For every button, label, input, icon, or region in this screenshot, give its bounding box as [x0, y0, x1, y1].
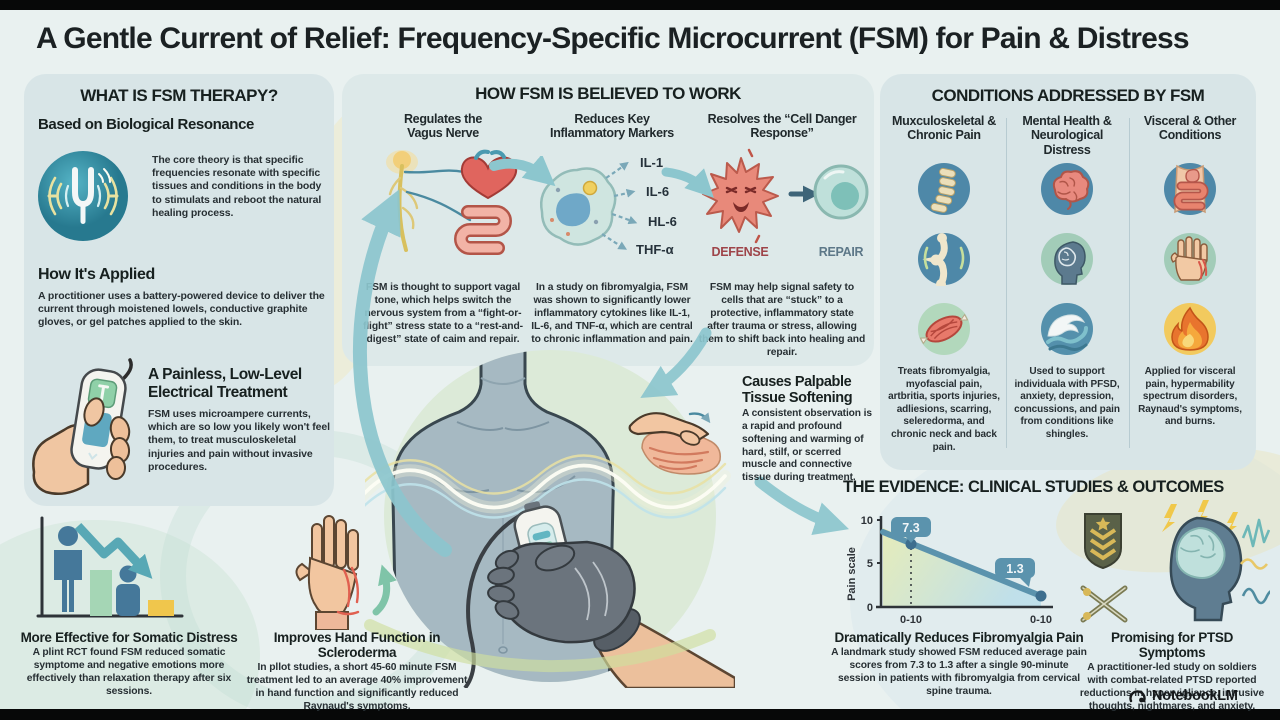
markers-col-heading: Reduces Key Inflammatory Markers — [529, 112, 695, 141]
arrow-to-softening — [640, 327, 712, 399]
softening-body: A consistent observation is a rapid and … — [742, 408, 872, 484]
hand-function-icon — [295, 515, 397, 630]
arrow-loop-bottom — [364, 619, 716, 673]
vagus-col-heading-text: Regulates the Vagus Nerve — [403, 112, 483, 141]
page-title: A Gentle Current of Relief: Frequency-Sp… — [36, 22, 1190, 55]
inflammatory-cell-illustration: IL-1 IL-6 HL-6 THF-α — [540, 155, 677, 257]
arrow-to-evidence — [754, 476, 849, 536]
evidence-header: THE EVIDENCE: CLINICAL STUDIES & OUTCOME… — [843, 478, 1224, 496]
chart-ytick-10: 10 — [861, 515, 873, 527]
visceral-heading: Visceral & Other Conditions — [1132, 114, 1248, 143]
vagus-nerve-illustration — [386, 149, 518, 255]
arrow-col2-col3 — [661, 167, 714, 198]
chart-badge-13: 1.3 — [995, 558, 1035, 587]
cdr-col-heading-text: Resolves the “Cell Danger Response” — [707, 112, 857, 141]
msk-heading-text: Muxculoskeletal & Chronic Pain — [892, 114, 996, 143]
scleroderma-body: In pllot studies, a short 45-60 minute F… — [246, 662, 468, 712]
marker-il6-label: IL-6 — [646, 184, 669, 199]
chart-ytick-0: 0 — [867, 602, 873, 614]
chart-xlabel-2: 0-10 — [1030, 614, 1052, 626]
what-is-fsm-panel: WHAT IS FSM THERAPY? Based on Biological… — [24, 74, 334, 506]
chart-point-label-2: 1.3 — [1006, 562, 1023, 576]
visceral-body: Applied for visceral pain, hypermability… — [1138, 366, 1242, 428]
applied-body: A proctitioner uses a battery-powered de… — [38, 290, 325, 329]
painless-body: FSM uses microampere currents, which are… — [148, 408, 330, 473]
mental-heading: Mental Health & Neurological Distress — [1009, 114, 1125, 157]
resonance-heading: Based on Biological Resonance — [38, 116, 254, 133]
conditions-panel: CONDITIONS ADDRESSED BY FSM Muxculoskele… — [880, 74, 1256, 470]
marker-thfa-label: THF-α — [636, 242, 674, 257]
cdr-col-heading: Resolves the “Cell Danger Response” — [699, 112, 865, 141]
watermark-text: NotebookLM — [1152, 687, 1238, 704]
vagus-col-heading: Regulates the Vagus Nerve — [360, 112, 526, 141]
applied-heading: How It's Applied — [38, 266, 155, 283]
softening-heading: Causes Palpable Tissue Softening — [742, 374, 853, 407]
how-header: HOW FSM IS BELIEVED TO WORK — [475, 84, 741, 103]
conditions-divider — [1006, 118, 1007, 448]
conditions-divider — [1129, 118, 1130, 448]
somatic-caption: More Effective for Somatic Distress A pl… — [14, 630, 244, 699]
chart-ytick-5: 5 — [867, 558, 873, 570]
scleroderma-caption: Improves Hand Function in Scleroderma In… — [244, 630, 470, 714]
how-it-works-panel: HOW FSM IS BELIEVED TO WORK Regulates th… — [342, 74, 874, 366]
msk-heading: Muxculoskeletal & Chronic Pain — [886, 114, 1002, 143]
marker-il1-label: IL-1 — [640, 155, 663, 170]
tissue-softening-illustration — [628, 412, 721, 475]
burn-flame-icon — [1164, 303, 1216, 355]
notebooklm-icon — [1129, 690, 1146, 703]
painless-heading: A Painless, Low-Level Electrical Treatme… — [148, 366, 302, 401]
chart-ylabel: Pain scale — [846, 547, 858, 601]
joint-icon — [918, 233, 970, 286]
fibro-caption: Dramatically Reduces Fibromyalgia Pain A… — [830, 630, 1088, 699]
fibro-heading: Dramatically Reduces Fibromyalgia Pain — [834, 630, 1084, 645]
ptsd-illustration — [1080, 500, 1270, 623]
watermark: NotebookLM — [1128, 687, 1238, 704]
scleroderma-heading: Improves Hand Function in Scleroderma — [273, 630, 441, 660]
somatic-heading: More Effective for Somatic Distress — [20, 630, 238, 645]
somatic-body: A plint RCT found FSM reduced somatic sy… — [26, 647, 232, 697]
ptsd-caption: Promising for PTSD Symptoms A practition… — [1078, 630, 1266, 714]
pain-scale-chart: Pain scale 10 5 0 7.3 1.3 0-10 0-10 — [846, 515, 1053, 626]
ptsd-body: A practitioner-led study on soldiers wit… — [1079, 662, 1265, 712]
left-panel-header: WHAT IS FSM THERAPY? — [80, 86, 278, 105]
chart-badge-73: 7.3 — [891, 517, 931, 543]
bottom-letterbox-bar — [0, 709, 1280, 720]
cdr-body: FSM may help signal safety to cells that… — [698, 282, 866, 358]
muscle-icon — [918, 303, 970, 355]
top-letterbox-bar — [0, 0, 1280, 10]
spine-icon — [918, 163, 970, 215]
handheld-device-illustration — [32, 358, 133, 495]
markers-body: In a study on fibromyalgia, FSM was show… — [531, 282, 693, 345]
resonance-body: The core theory is that specific frequen… — [152, 154, 322, 219]
fibro-body: A landmark study showed FSM reduced aver… — [831, 647, 1087, 697]
somatic-distress-chart-icon — [36, 516, 184, 618]
defense-label: DEFENSE — [712, 245, 769, 259]
vagus-body: FSM is thought to support vagal tone, wh… — [362, 282, 524, 345]
gut-icon — [1164, 163, 1216, 215]
wave-icon — [1041, 303, 1093, 355]
repair-label: REPAIR — [819, 245, 864, 259]
tuning-fork-icon — [38, 151, 128, 241]
ptsd-heading: Promising for PTSD Symptoms — [1110, 630, 1234, 660]
conditions-header: CONDITIONS ADDRESSED BY FSM — [931, 86, 1205, 105]
cell-danger-response-illustration: DEFENSE REPAIR — [702, 148, 869, 259]
head-mind-icon — [1041, 233, 1093, 285]
marker-hl6-label: HL-6 — [648, 214, 677, 229]
chart-xlabel-1: 0-10 — [900, 614, 922, 626]
markers-col-heading-text: Reduces Key Inflammatory Markers — [550, 112, 674, 141]
visceral-heading-text: Visceral & Other Conditions — [1143, 114, 1237, 143]
mental-body: Used to support individuala with PFSD, a… — [1014, 366, 1120, 440]
raynaud-hand-icon — [1164, 233, 1216, 285]
brain-icon — [1041, 163, 1093, 215]
chart-point-label-1: 7.3 — [902, 521, 919, 535]
arrow-col1-col2 — [489, 156, 556, 187]
arrow-loop-left — [352, 189, 452, 557]
msk-body: Treats fibromyalgia, myofascial pain, ar… — [888, 366, 1000, 453]
mental-heading-text: Mental Health & Neurological Distress — [1022, 114, 1112, 157]
